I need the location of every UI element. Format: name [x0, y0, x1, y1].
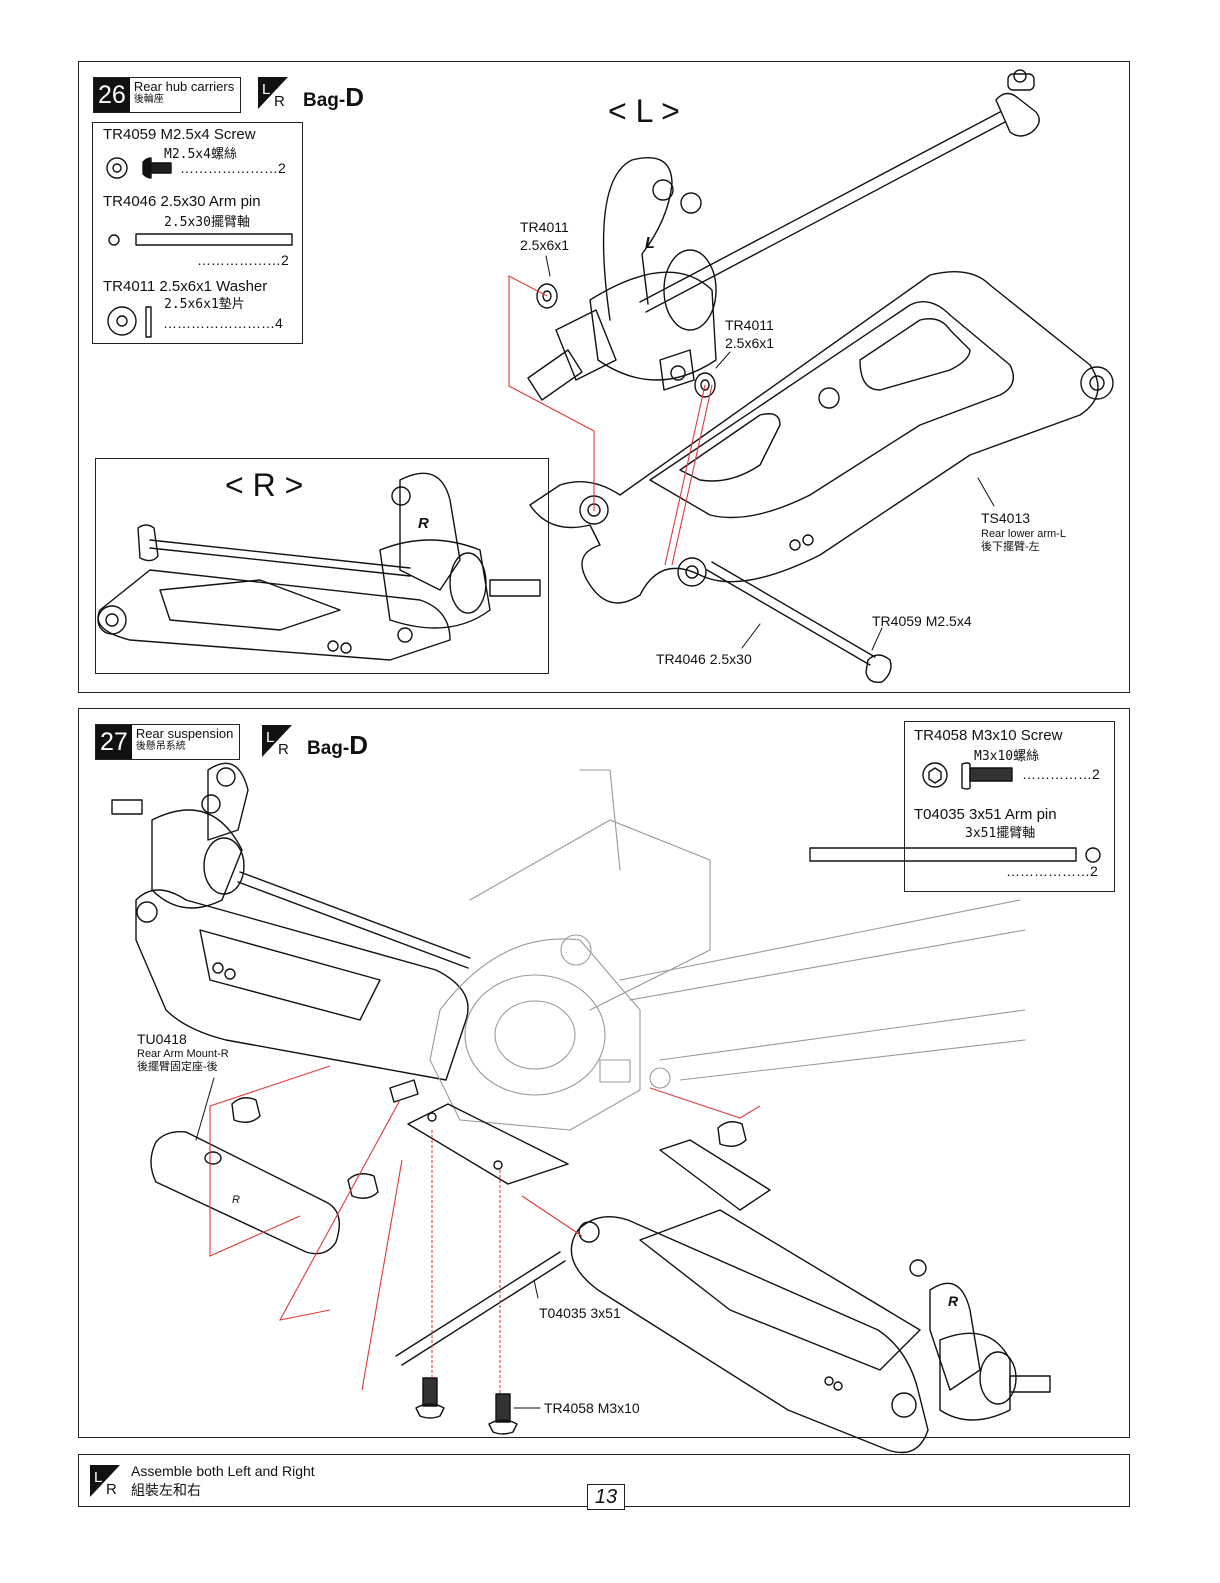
- arm-pin-3x51-icon: [809, 847, 1101, 863]
- washer-icon: [107, 306, 152, 338]
- bushing-left-top: [231, 1097, 261, 1123]
- svg-text:L: L: [94, 1469, 102, 1486]
- svg-text:L: L: [266, 729, 274, 746]
- callout-pin: T04035 3x51: [539, 1305, 621, 1321]
- step-title: Rear suspension: [135, 726, 234, 741]
- page-number: 13: [587, 1484, 625, 1510]
- hub-carrier-left: L: [527, 157, 717, 401]
- screw-left: [865, 654, 892, 683]
- svg-text:R: R: [948, 1293, 959, 1309]
- part-title: TR4046 2.5x30 Arm pin: [103, 193, 261, 210]
- part-title-zh: 2.5x30擺臂軸: [164, 215, 250, 230]
- callout-arm-en: Rear lower arm-L: [981, 528, 1066, 540]
- callout-arm-zh: 後下擺臂-左: [981, 541, 1040, 553]
- screw-m3-bottom-right: [488, 1393, 518, 1435]
- callout-washer-top: TR4011: [520, 219, 569, 235]
- part-quantity: ………………2: [197, 252, 289, 268]
- leader-lines: [195, 255, 995, 1409]
- rear-suspension-left-arm: [135, 889, 469, 1081]
- step-26-panel: [78, 61, 1130, 693]
- part-title: TR4011 2.5x6x1 Washer: [103, 278, 268, 295]
- lr-icon: L R: [262, 725, 292, 757]
- pin-stub: [389, 1079, 419, 1103]
- svg-text:L: L: [645, 235, 655, 252]
- step-number: 27: [96, 725, 132, 759]
- callout-mount-zh: 後擺臂固定座-後: [137, 1061, 218, 1073]
- part-title-zh: 2.5x6x1墊片: [164, 297, 245, 312]
- rear-lower-arm-left: [529, 270, 1114, 604]
- part-title: T04035 3x51 Arm pin: [914, 806, 1057, 823]
- alignment-guides: [209, 275, 761, 1394]
- part-title-zh: M2.5x4螺絲: [164, 147, 237, 162]
- part-title-zh: 3x51擺臂軸: [965, 826, 1036, 841]
- footer-note-zh: 組裝左和右: [131, 1482, 201, 1498]
- svg-text:R: R: [278, 741, 289, 757]
- callout-screw: TR4058 M3x10: [544, 1400, 640, 1416]
- step-27-parts-box: [904, 721, 1115, 892]
- right-side-assembly: R: [97, 472, 541, 661]
- svg-text:R: R: [274, 93, 285, 109]
- step-title-zh: 後懸吊系統: [135, 741, 186, 752]
- drive-shaft: [639, 69, 1040, 313]
- screw-m3-icon: [922, 762, 1013, 790]
- washer-left-mid: [694, 372, 716, 398]
- part-title: TR4059 M2.5x4 Screw: [103, 126, 256, 143]
- callout-mount-en: Rear Arm Mount-R: [137, 1048, 229, 1060]
- bag-label: Bag-D: [307, 730, 369, 760]
- callout-pin: TR4046 2.5x30: [656, 651, 752, 667]
- callout-washer-mid: TR4011: [725, 317, 774, 333]
- right-side-heading: < R >: [225, 467, 304, 503]
- arm-pin-left: [706, 561, 876, 666]
- part-title-zh: M3x10螺絲: [974, 749, 1040, 764]
- step-title: Rear hub carriers: [133, 79, 235, 94]
- callout-screw: TR4059 M2.5x4: [872, 613, 972, 629]
- step-27-panel: [78, 708, 1130, 1438]
- rear-arm-mount: R: [150, 1131, 340, 1255]
- differential-housing: [429, 769, 1026, 1131]
- rear-suspension-right-arm: [570, 1139, 929, 1454]
- part-quantity: ……………2: [1022, 766, 1100, 782]
- callout-washer-top-size: 2.5x6x1: [520, 237, 570, 253]
- step-27-badge: 27 Rear suspension 後懸吊系統: [95, 724, 241, 760]
- bag-label: Bag-D: [303, 82, 365, 112]
- lr-icon: L R: [258, 77, 288, 109]
- svg-text:L: L: [262, 81, 270, 98]
- part-quantity: ……………………4: [163, 315, 283, 331]
- arm-pin-3x51: [395, 1251, 566, 1366]
- svg-text:R: R: [106, 1481, 117, 1497]
- step-number: 26: [94, 78, 130, 112]
- chassis-plate: [407, 1103, 569, 1185]
- bushing-right: [717, 1121, 747, 1147]
- step-26-badge: 26 Rear hub carriers 後輪座: [93, 77, 242, 113]
- arm-pin-icon: [108, 233, 293, 246]
- footer-note: Assemble both Left and Right: [131, 1463, 315, 1479]
- svg-text:R: R: [418, 515, 429, 532]
- rear-suspension-left-hub: [111, 762, 471, 969]
- left-side-heading: < L >: [608, 93, 680, 129]
- lr-icon: L R: [90, 1465, 120, 1497]
- bushing-left-bottom: [347, 1173, 379, 1199]
- svg-text:R: R: [232, 1194, 240, 1206]
- step-title-zh: 後輪座: [133, 94, 164, 105]
- screw-m3-bottom-left: [415, 1377, 445, 1419]
- callout-mount-code: TU0418: [137, 1031, 187, 1047]
- screw-icon: [106, 157, 172, 179]
- step-26-parts-box: [92, 122, 303, 344]
- part-quantity: …………………2: [180, 160, 286, 176]
- washer-left-top: [536, 283, 558, 309]
- part-title: TR4058 M3x10 Screw: [914, 727, 1063, 744]
- callout-arm-code: TS4013: [981, 510, 1031, 526]
- rear-suspension-right-hub: R: [909, 1259, 1051, 1421]
- part-quantity: ………………2: [1006, 863, 1098, 879]
- callout-washer-mid-size: 2.5x6x1: [725, 335, 775, 351]
